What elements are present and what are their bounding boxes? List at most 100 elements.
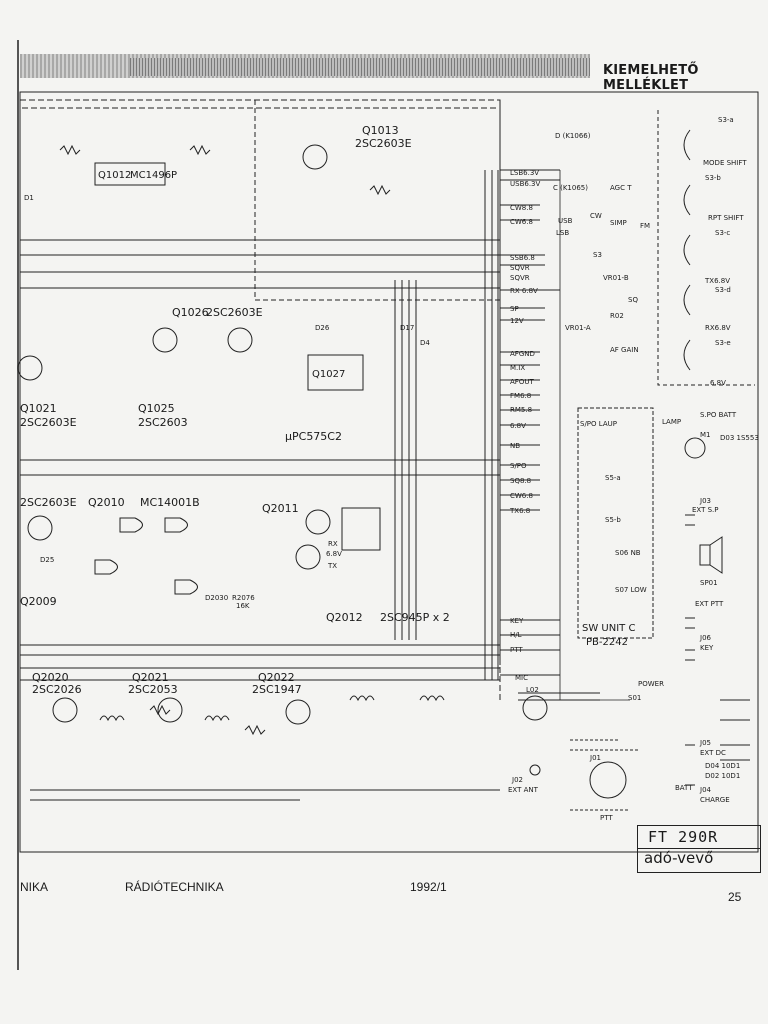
q2022-type: 2SC1947	[252, 683, 302, 696]
schematic-label: TX	[327, 562, 337, 570]
bus-label: CW6.8	[510, 492, 533, 500]
footer-issue: 1992/1	[410, 880, 447, 894]
control-af-gain: AF GAIN	[610, 346, 639, 354]
control-r02: R02	[610, 312, 624, 320]
q1021-ref: Q1021	[20, 402, 57, 415]
q2010-type: MC14001B	[140, 496, 200, 509]
switch-s3b-label: RPT SHIFT	[708, 214, 744, 222]
q2020-ref: Q2020	[32, 671, 69, 684]
switch-s3a-label: MODE SHIFT	[703, 159, 747, 167]
meter-m1-symbol	[684, 437, 706, 459]
connector-j01-symbol	[589, 761, 627, 799]
switch-s3e-label: 6.8V	[710, 379, 726, 387]
q1026-ref: Q1026	[172, 306, 209, 319]
connector-ref: J01	[589, 754, 601, 762]
connector-label: EXT S.P	[692, 506, 719, 514]
bus-label: SQVR	[510, 274, 530, 282]
lamp-label: LAMP	[662, 418, 681, 426]
bus-label: RX 6.8V	[510, 287, 538, 295]
footer-page-number: 25	[728, 890, 742, 904]
connector-ref: J05	[699, 739, 711, 747]
connector-ref: SP01	[700, 579, 718, 587]
spo-batt-label: S.PO BATT	[700, 411, 737, 419]
sw-unit-part: PB-2242	[586, 637, 628, 648]
q1026-type: 2SC2603E	[206, 306, 263, 319]
q2022-ref: Q2022	[258, 671, 295, 684]
q2021-type: 2SC2053	[128, 683, 178, 696]
mic-element-symbol	[522, 695, 548, 721]
schematic-label: RX	[328, 540, 338, 548]
bus-label: H/L	[510, 631, 522, 639]
model-subtitle: adó-vevő	[644, 849, 714, 867]
ic-q1027-body	[307, 354, 364, 391]
bus-label: AFGND	[510, 350, 535, 358]
transistor-q2021-symbol	[157, 697, 183, 723]
title-block-divider	[638, 848, 760, 849]
schematic-label: D2030	[205, 594, 228, 602]
bus-label: KEY	[510, 617, 524, 625]
connector-label: POWER	[638, 680, 664, 688]
bus-label: NB	[510, 442, 520, 450]
connector-ref: J03	[699, 497, 711, 505]
mode-label-agc: AGC T	[610, 184, 632, 192]
transistor-q2009-symbol	[27, 515, 53, 541]
q1025-ref: Q1025	[138, 402, 175, 415]
connector-label: EXT PTT	[695, 600, 724, 608]
ic-upc575c2-label: μPC575C2	[285, 430, 342, 443]
bus-label: MIC	[515, 674, 528, 682]
footer-magazine: RÁDIÓTECHNIKA	[125, 880, 224, 894]
header-halftone-bar-dark	[130, 58, 590, 76]
schematic-label: D02 10D1	[705, 772, 740, 780]
control-sq: SQ	[628, 296, 638, 304]
bus-label: 12V	[510, 317, 524, 325]
q2012-ref: Q2012	[326, 611, 363, 624]
switch-s3c-ref: S3-c	[715, 229, 730, 237]
bus-label: CW8.8	[510, 204, 533, 212]
mode-label-usb: USB	[558, 217, 573, 225]
bus-label: SSB6.8	[510, 254, 535, 262]
schematic-label: D04 10D1	[705, 762, 740, 770]
bus-label: AFOUT	[510, 378, 534, 386]
connector-ref: S01	[628, 694, 641, 702]
schematic-label: D1	[24, 194, 34, 202]
transistor-q1026-symbol	[227, 327, 253, 353]
ic-q1012-body	[94, 162, 166, 186]
schematic-label: L02	[526, 686, 539, 694]
q1027-ref: Q1027	[312, 369, 345, 380]
schematic-frame	[19, 91, 759, 853]
bus-label: USB6.3V	[510, 180, 541, 188]
bus-label: SQVR	[510, 264, 530, 272]
bus-label: S/PO	[510, 462, 527, 470]
schematic-label: 6.8V	[326, 550, 342, 558]
transistor-q1013-symbol	[302, 144, 328, 170]
footer-left-fragment: NIKA	[20, 880, 49, 894]
sw-item: S5-a	[605, 474, 621, 482]
bus-signal-labels: LSB6.3V USB6.3V CW8.8 CW6.8 SSB6.8 SQVR …	[509, 169, 541, 682]
connector-ref: J06	[699, 634, 712, 642]
mode-label-c: C (K1065)	[553, 184, 588, 192]
switch-s3d-label: RX6.8V	[705, 324, 731, 332]
page-header-title: KIEMELHETŐ MELLÉKLET	[603, 63, 699, 93]
switch-s3e-ref: S3-e	[715, 339, 731, 347]
mode-label-cw: CW	[590, 212, 602, 220]
q2010-ref: Q2010	[88, 496, 125, 509]
control-vr01a: VR01-A	[565, 324, 591, 332]
sw-item: S07 LOW	[615, 586, 647, 594]
switch-s3d-ref: S3-d	[715, 286, 731, 294]
bus-label: SP	[510, 305, 519, 313]
q2009-ref: Q2009	[20, 595, 57, 608]
connector-ref: J02	[511, 776, 523, 784]
d03-label: D03 1S553	[720, 434, 759, 442]
schematic-label: D25	[40, 556, 54, 564]
q2009-type: 2SC2603E	[20, 496, 77, 509]
q2020-type: 2SC2026	[32, 683, 82, 696]
model-number: FT 290R	[648, 828, 719, 846]
switch-s3a-ref: S3-a	[718, 116, 734, 124]
bus-label: TX6.8	[509, 507, 530, 515]
control-vr01b: VR01-B	[603, 274, 629, 282]
bus-label: SQ8.8	[510, 477, 531, 485]
transistor-q1025-symbol	[152, 327, 178, 353]
schematic-label: 16K	[236, 602, 250, 610]
